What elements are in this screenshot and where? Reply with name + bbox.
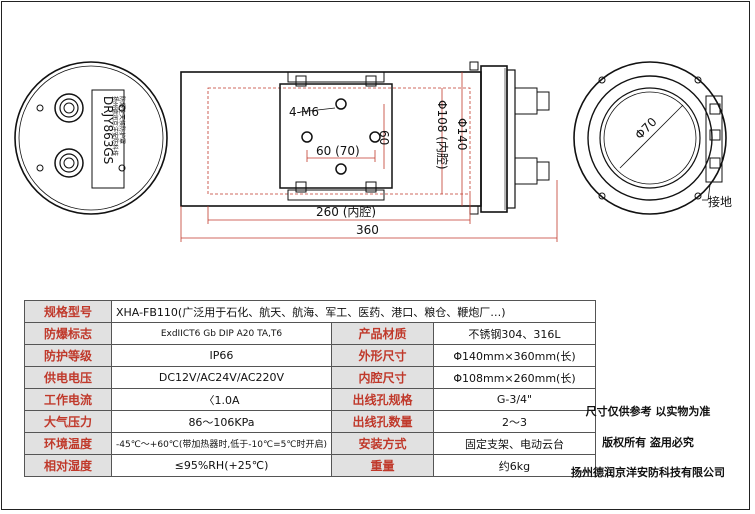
spec-label: 出线孔规格 bbox=[330, 388, 434, 411]
spec-value: IP66 bbox=[111, 344, 332, 367]
hole-spacing-horizontal: 60 (70) bbox=[316, 144, 360, 158]
spec-label: 大气压力 bbox=[24, 410, 112, 433]
window-diameter-dim: Φ70 bbox=[632, 115, 659, 142]
nameplate-company: 扬州德润京洋安防科技 bbox=[111, 96, 119, 156]
spec-label: 产品材质 bbox=[330, 322, 434, 345]
spec-value: -45℃～+60℃(带加热器时,低于-10℃=5℃时开启) bbox=[111, 432, 332, 455]
side-view: 4-M6 60 (70) 60 Φ108 (内腔) Φ140 260 (内腔) … bbox=[180, 61, 558, 242]
spec-value: 固定支架、电动云台 bbox=[432, 432, 596, 455]
spec-label: 出线孔数量 bbox=[330, 410, 434, 433]
spec-value: 〈1.0A bbox=[111, 388, 332, 411]
spec-label: 规格型号 bbox=[24, 300, 112, 323]
nameplate-model: DRJY863GS bbox=[101, 96, 115, 164]
inner-diameter-dim: Φ108 (内腔) bbox=[435, 100, 450, 170]
spec-label: 供电电压 bbox=[24, 366, 112, 389]
spec-row: 环境温度-45℃～+60℃(带加热器时,低于-10℃=5℃时开启)安装方式固定支… bbox=[24, 432, 596, 455]
spec-label: 外形尺寸 bbox=[330, 344, 434, 367]
total-length-dim: 360 bbox=[356, 223, 379, 237]
rear-view: Φ70 接地 bbox=[573, 61, 732, 215]
note-reference: 尺寸仅供参考 以实物为准 bbox=[585, 405, 711, 418]
outer-diameter-dim: Φ140 bbox=[455, 118, 469, 150]
spec-value: Φ108mm×260mm(长) bbox=[432, 366, 596, 389]
spec-label: 环境温度 bbox=[24, 432, 112, 455]
screw-label: 4-M6 bbox=[289, 105, 319, 119]
spec-value: XHA-FB110(广泛用于石化、航天、航海、军工、医药、港口、粮仓、鞭炮厂…) bbox=[111, 300, 596, 323]
spec-value: ≤95%RH(+25℃) bbox=[111, 454, 332, 477]
note-copyright: 版权所有 盗用必究 bbox=[602, 436, 694, 449]
spec-value: 不锈钢304、316L bbox=[432, 322, 596, 345]
inner-length-dim: 260 (内腔) bbox=[316, 204, 376, 219]
spec-label: 重量 bbox=[330, 454, 434, 477]
spec-value: 约6kg bbox=[432, 454, 596, 477]
hole-spacing-vertical: 60 bbox=[377, 130, 391, 145]
spec-value: 86～106KPa bbox=[111, 410, 332, 433]
spec-label: 安装方式 bbox=[330, 432, 434, 455]
ground-label: 接地 bbox=[708, 194, 732, 209]
spec-label: 防爆标志 bbox=[24, 322, 112, 345]
spec-label: 内腔尺寸 bbox=[330, 366, 434, 389]
spec-row: 相对湿度≤95%RH(+25℃)重量约6kg bbox=[24, 454, 596, 477]
spec-value: DC12V/AC24V/AC220V bbox=[111, 366, 332, 389]
spec-value: Φ140mm×360mm(长) bbox=[432, 344, 596, 367]
front-view: DRJY863GS 扬州德润京洋安防科技 防爆全天候防护罩 bbox=[14, 61, 168, 215]
nameplate-product: 防爆全天候防护罩 bbox=[118, 96, 126, 144]
technical-drawing: DRJY863GS 扬州德润京洋安防科技 防爆全天候防护罩 bbox=[14, 61, 732, 242]
spec-label: 工作电流 bbox=[24, 388, 112, 411]
spec-value: ExdIICT6 Gb DIP A20 TA,T6 bbox=[111, 322, 332, 345]
spec-label: 防护等级 bbox=[24, 344, 112, 367]
note-company: 扬州德润京洋安防科技有限公司 bbox=[571, 466, 725, 479]
spec-label: 相对湿度 bbox=[24, 454, 112, 477]
